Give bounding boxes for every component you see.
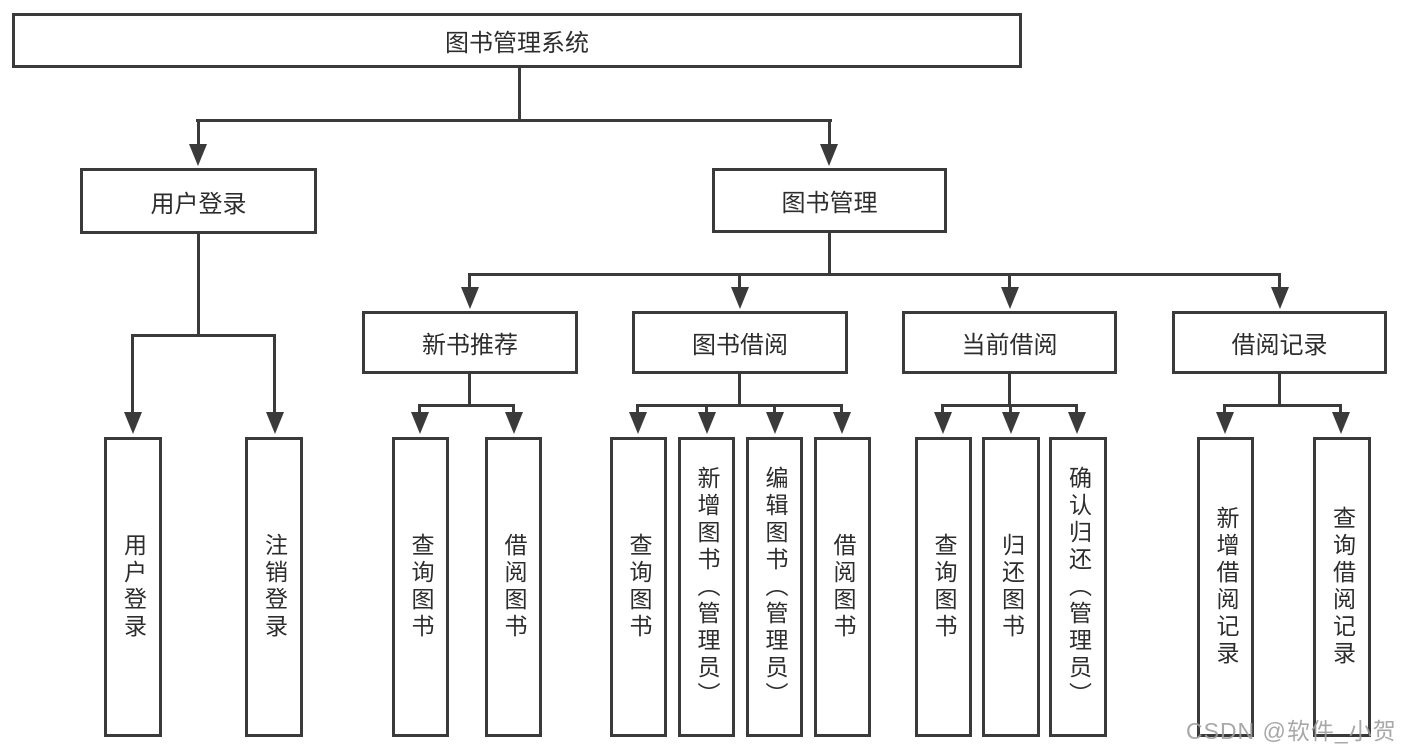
leaf-confirm-return-admin-label: 确认归还（管理员） bbox=[1065, 465, 1092, 709]
leaf-logout-label: 注销登录 bbox=[261, 533, 288, 641]
connector-line bbox=[941, 404, 944, 414]
leaf-borrow-books-recommend: 借阅图书 bbox=[485, 437, 542, 737]
leaf-add-book-admin-label: 新增图书（管理员） bbox=[694, 465, 720, 709]
arrow-down-icon bbox=[505, 412, 523, 434]
csdn-watermark: CSDN @软件_小贺同学 bbox=[1186, 718, 1397, 744]
arrow-down-icon bbox=[698, 412, 716, 434]
leaf-query-books-borrow: 查询图书 bbox=[610, 437, 667, 737]
arrow-down-icon bbox=[934, 412, 952, 434]
node-root: 图书管理系统 bbox=[12, 13, 1022, 68]
connector-line bbox=[131, 334, 134, 413]
connector-line bbox=[1075, 404, 1078, 414]
connector-line bbox=[840, 404, 843, 414]
connector-line bbox=[1008, 273, 1011, 289]
node-current-borrow-label: 当前借阅 bbox=[961, 332, 1058, 359]
arrow-down-icon bbox=[189, 144, 207, 166]
node-book-management-label: 图书管理 bbox=[781, 190, 878, 217]
leaf-borrow-books-label: 借阅图书 bbox=[830, 533, 856, 641]
connector-line bbox=[636, 404, 639, 414]
node-user-login: 用户登录 bbox=[80, 168, 317, 234]
connector-line bbox=[468, 374, 471, 407]
arrow-down-icon bbox=[411, 412, 429, 434]
connector-line bbox=[468, 273, 471, 289]
connector-line bbox=[418, 404, 421, 414]
connector-line bbox=[705, 404, 708, 414]
arrow-down-icon bbox=[1068, 412, 1086, 434]
connector-line bbox=[418, 404, 515, 407]
connector-line bbox=[828, 119, 831, 145]
arrow-down-icon bbox=[266, 412, 284, 434]
arrow-down-icon bbox=[766, 412, 784, 434]
leaf-edit-book-admin: 编辑图书（管理员） bbox=[746, 437, 803, 737]
leaf-borrow-books-recommend-label: 借阅图书 bbox=[501, 533, 527, 641]
node-user-login-label: 用户登录 bbox=[150, 190, 247, 218]
arrow-down-icon bbox=[629, 412, 647, 434]
leaf-edit-book-admin-label: 编辑图书（管理员） bbox=[762, 465, 788, 709]
arrow-down-icon bbox=[1001, 287, 1019, 309]
leaf-confirm-return-admin: 确认归还（管理员） bbox=[1049, 437, 1107, 737]
connector-line bbox=[1009, 404, 1012, 414]
connector-line bbox=[1278, 374, 1281, 407]
connector-line bbox=[1223, 404, 1226, 414]
arrow-down-icon bbox=[1216, 412, 1234, 434]
connector-line bbox=[512, 404, 515, 414]
connector-line bbox=[1223, 404, 1342, 407]
connector-line bbox=[738, 273, 741, 289]
node-new-book-recommend: 新书推荐 bbox=[362, 311, 578, 374]
arrow-down-icon bbox=[1271, 287, 1289, 309]
connector-line bbox=[636, 404, 843, 407]
leaf-query-books-current: 查询图书 bbox=[915, 437, 972, 737]
leaf-return-books-label: 归还图书 bbox=[998, 533, 1025, 641]
node-book-borrow: 图书借阅 bbox=[632, 311, 848, 374]
node-book-management: 图书管理 bbox=[712, 168, 947, 233]
leaf-query-borrow-record: 查询借阅记录 bbox=[1313, 437, 1371, 737]
connector-line bbox=[518, 68, 521, 121]
node-borrow-records: 借阅记录 bbox=[1172, 311, 1387, 374]
connector-line bbox=[131, 334, 276, 337]
leaf-query-books-recommend: 查询图书 bbox=[392, 437, 449, 737]
leaf-add-borrow-record: 新增借阅记录 bbox=[1197, 437, 1254, 737]
connector-line bbox=[828, 233, 831, 276]
connector-line bbox=[468, 273, 1281, 276]
leaf-user-login-label: 用户登录 bbox=[120, 533, 147, 641]
leaf-logout: 注销登录 bbox=[245, 437, 303, 737]
leaf-return-books: 归还图书 bbox=[982, 437, 1040, 737]
node-borrow-records-label: 借阅记录 bbox=[1231, 332, 1328, 359]
arrow-down-icon bbox=[833, 412, 851, 434]
leaf-query-books-current-label: 查询图书 bbox=[931, 533, 957, 641]
node-current-borrow: 当前借阅 bbox=[902, 311, 1117, 374]
leaf-add-book-admin: 新增图书（管理员） bbox=[678, 437, 735, 737]
connector-line bbox=[197, 234, 200, 337]
leaf-user-login: 用户登录 bbox=[104, 437, 162, 737]
arrow-down-icon bbox=[731, 287, 749, 309]
leaf-query-books-recommend-label: 查询图书 bbox=[408, 533, 434, 641]
node-book-borrow-label: 图书借阅 bbox=[692, 332, 788, 359]
connector-line bbox=[773, 404, 776, 414]
connector-line bbox=[273, 334, 276, 413]
leaf-borrow-books: 借阅图书 bbox=[814, 437, 871, 737]
arrow-down-icon bbox=[1332, 412, 1350, 434]
arrow-down-icon bbox=[124, 412, 142, 434]
connector-line bbox=[196, 119, 832, 122]
arrow-down-icon bbox=[1002, 412, 1020, 434]
leaf-query-books-borrow-label: 查询图书 bbox=[626, 533, 652, 641]
connector-line bbox=[197, 119, 200, 145]
arrow-down-icon bbox=[461, 287, 479, 309]
connector-line bbox=[738, 374, 741, 407]
connector-line bbox=[1008, 374, 1011, 407]
leaf-query-borrow-record-label: 查询借阅记录 bbox=[1329, 506, 1356, 668]
leaf-add-borrow-record-label: 新增借阅记录 bbox=[1213, 506, 1239, 668]
arrow-down-icon bbox=[820, 144, 838, 166]
connector-line bbox=[1278, 273, 1281, 289]
node-root-label: 图书管理系统 bbox=[445, 30, 589, 57]
connector-line bbox=[1339, 404, 1342, 414]
node-new-book-recommend-label: 新书推荐 bbox=[422, 332, 518, 359]
